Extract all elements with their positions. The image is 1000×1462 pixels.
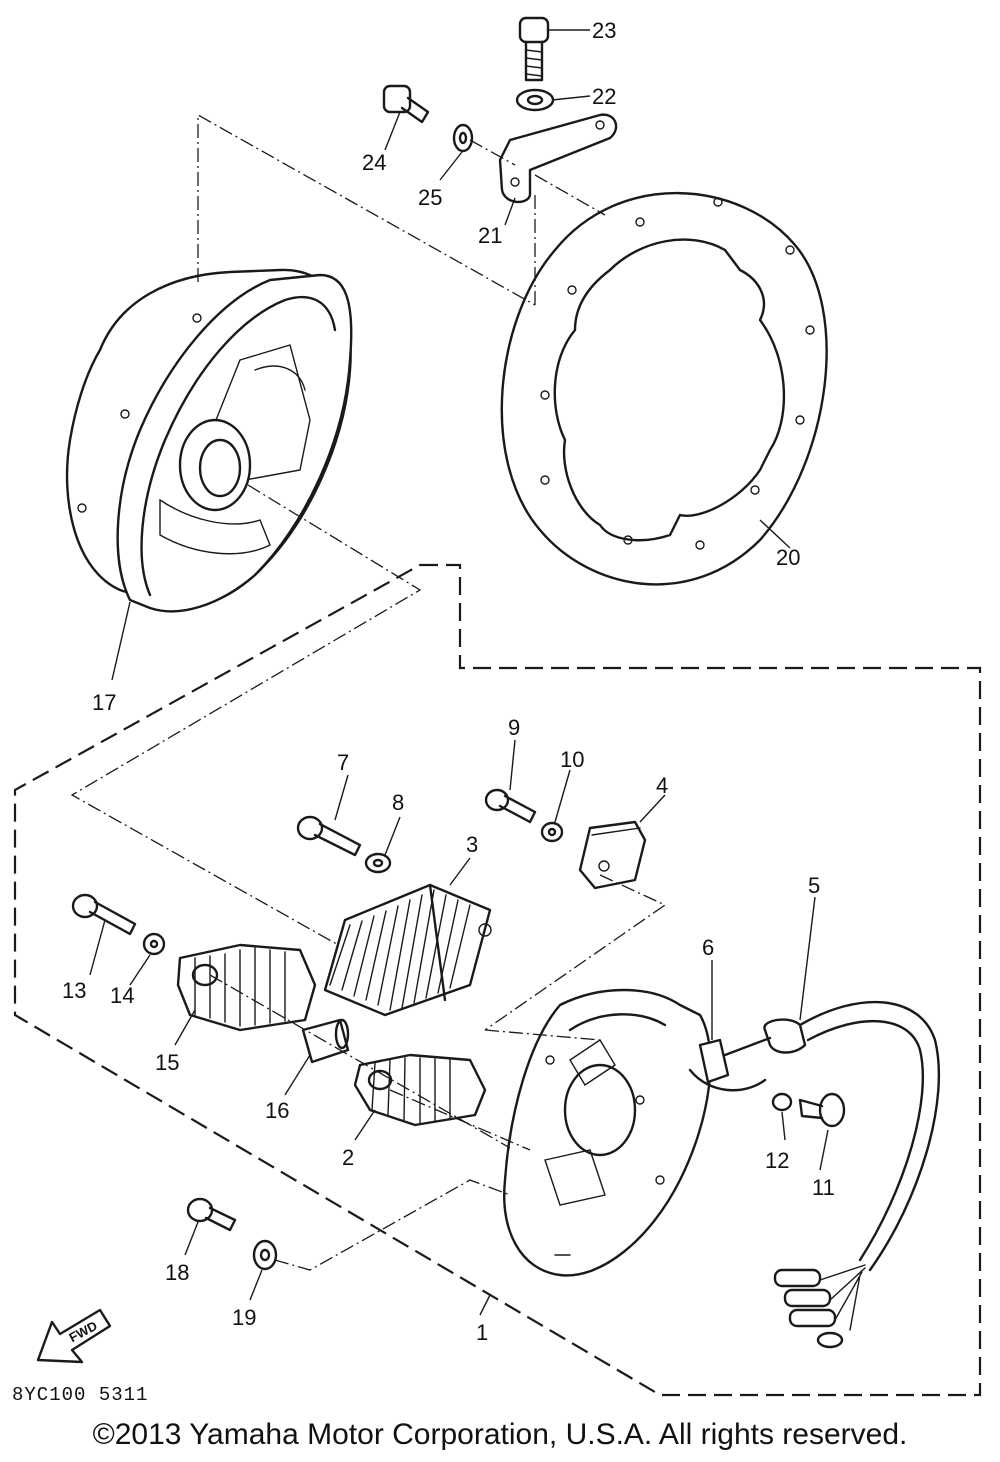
screw-part-13 — [71, 893, 137, 936]
part-label-14: 14 — [110, 983, 134, 1008]
washer-part-10 — [540, 821, 564, 843]
pulser-coil-part-4 — [578, 820, 647, 890]
part-label-25: 25 — [418, 185, 442, 210]
part-label-7: 7 — [337, 750, 349, 775]
part-label-21: 21 — [478, 223, 502, 248]
forward-direction-arrow: FWD — [36, 1308, 112, 1364]
washer-part-12 — [771, 1092, 793, 1112]
part-label-20: 20 — [776, 545, 800, 570]
part-label-15: 15 — [155, 1050, 179, 1075]
washer-part-22 — [515, 88, 555, 112]
washer-part-25 — [452, 123, 474, 153]
alignment-lines-upper — [70, 113, 606, 961]
coil-part-3 — [323, 883, 492, 1017]
screw-part-9 — [484, 788, 537, 824]
part-label-9: 9 — [508, 715, 520, 740]
copyright-notice: ©2013 Yamaha Motor Corporation, U.S.A. A… — [92, 1418, 908, 1451]
bracket-part-21 — [498, 113, 618, 204]
part-label-8: 8 — [392, 790, 404, 815]
part-label-16: 16 — [265, 1098, 289, 1123]
screw-part-7 — [296, 815, 362, 857]
part-label-11: 11 — [812, 1175, 835, 1200]
alignment-lines-lower — [209, 874, 667, 1271]
wire-harness-part-5 — [723, 1000, 941, 1349]
part-labels: 23 22 24 25 21 20 17 9 7 10 4 8 3 5 6 13… — [62, 18, 835, 1345]
part-label-19: 19 — [232, 1305, 256, 1330]
washer-part-14 — [142, 932, 166, 956]
part-label-3: 3 — [466, 832, 478, 857]
coil-part-15 — [176, 943, 317, 1032]
bolt-part-24 — [382, 84, 430, 124]
part-label-17: 17 — [92, 690, 116, 715]
part-label-2: 2 — [342, 1145, 354, 1170]
stator-base-plate — [503, 988, 712, 1277]
part-label-12: 12 — [765, 1148, 789, 1173]
part-label-6: 6 — [702, 935, 714, 960]
part-label-24: 24 — [362, 150, 386, 175]
part-label-23: 23 — [592, 18, 616, 43]
diagram-code: 8YC100 5311 — [12, 1384, 149, 1406]
washer-part-19 — [252, 1239, 278, 1271]
part-label-18: 18 — [165, 1260, 189, 1285]
bolt-part-23 — [518, 16, 550, 82]
part-label-22: 22 — [592, 84, 616, 109]
flywheel-rotor-part-17 — [65, 268, 353, 613]
coil-part-2 — [353, 1053, 487, 1127]
part-label-1: 1 — [476, 1320, 488, 1345]
ring-plate-part-20 — [500, 191, 828, 586]
washer-part-8 — [364, 852, 392, 874]
part-label-13: 13 — [62, 978, 86, 1003]
screw-part-11 — [798, 1092, 846, 1128]
grommet-part-6 — [688, 1038, 767, 1092]
part-label-4: 4 — [656, 773, 668, 798]
leader-lines — [89, 29, 829, 1316]
assembly-boundary-part-1 — [13, 563, 982, 1397]
screw-part-18 — [186, 1197, 237, 1232]
part-label-5: 5 — [808, 873, 820, 898]
part-label-10: 10 — [560, 747, 584, 772]
